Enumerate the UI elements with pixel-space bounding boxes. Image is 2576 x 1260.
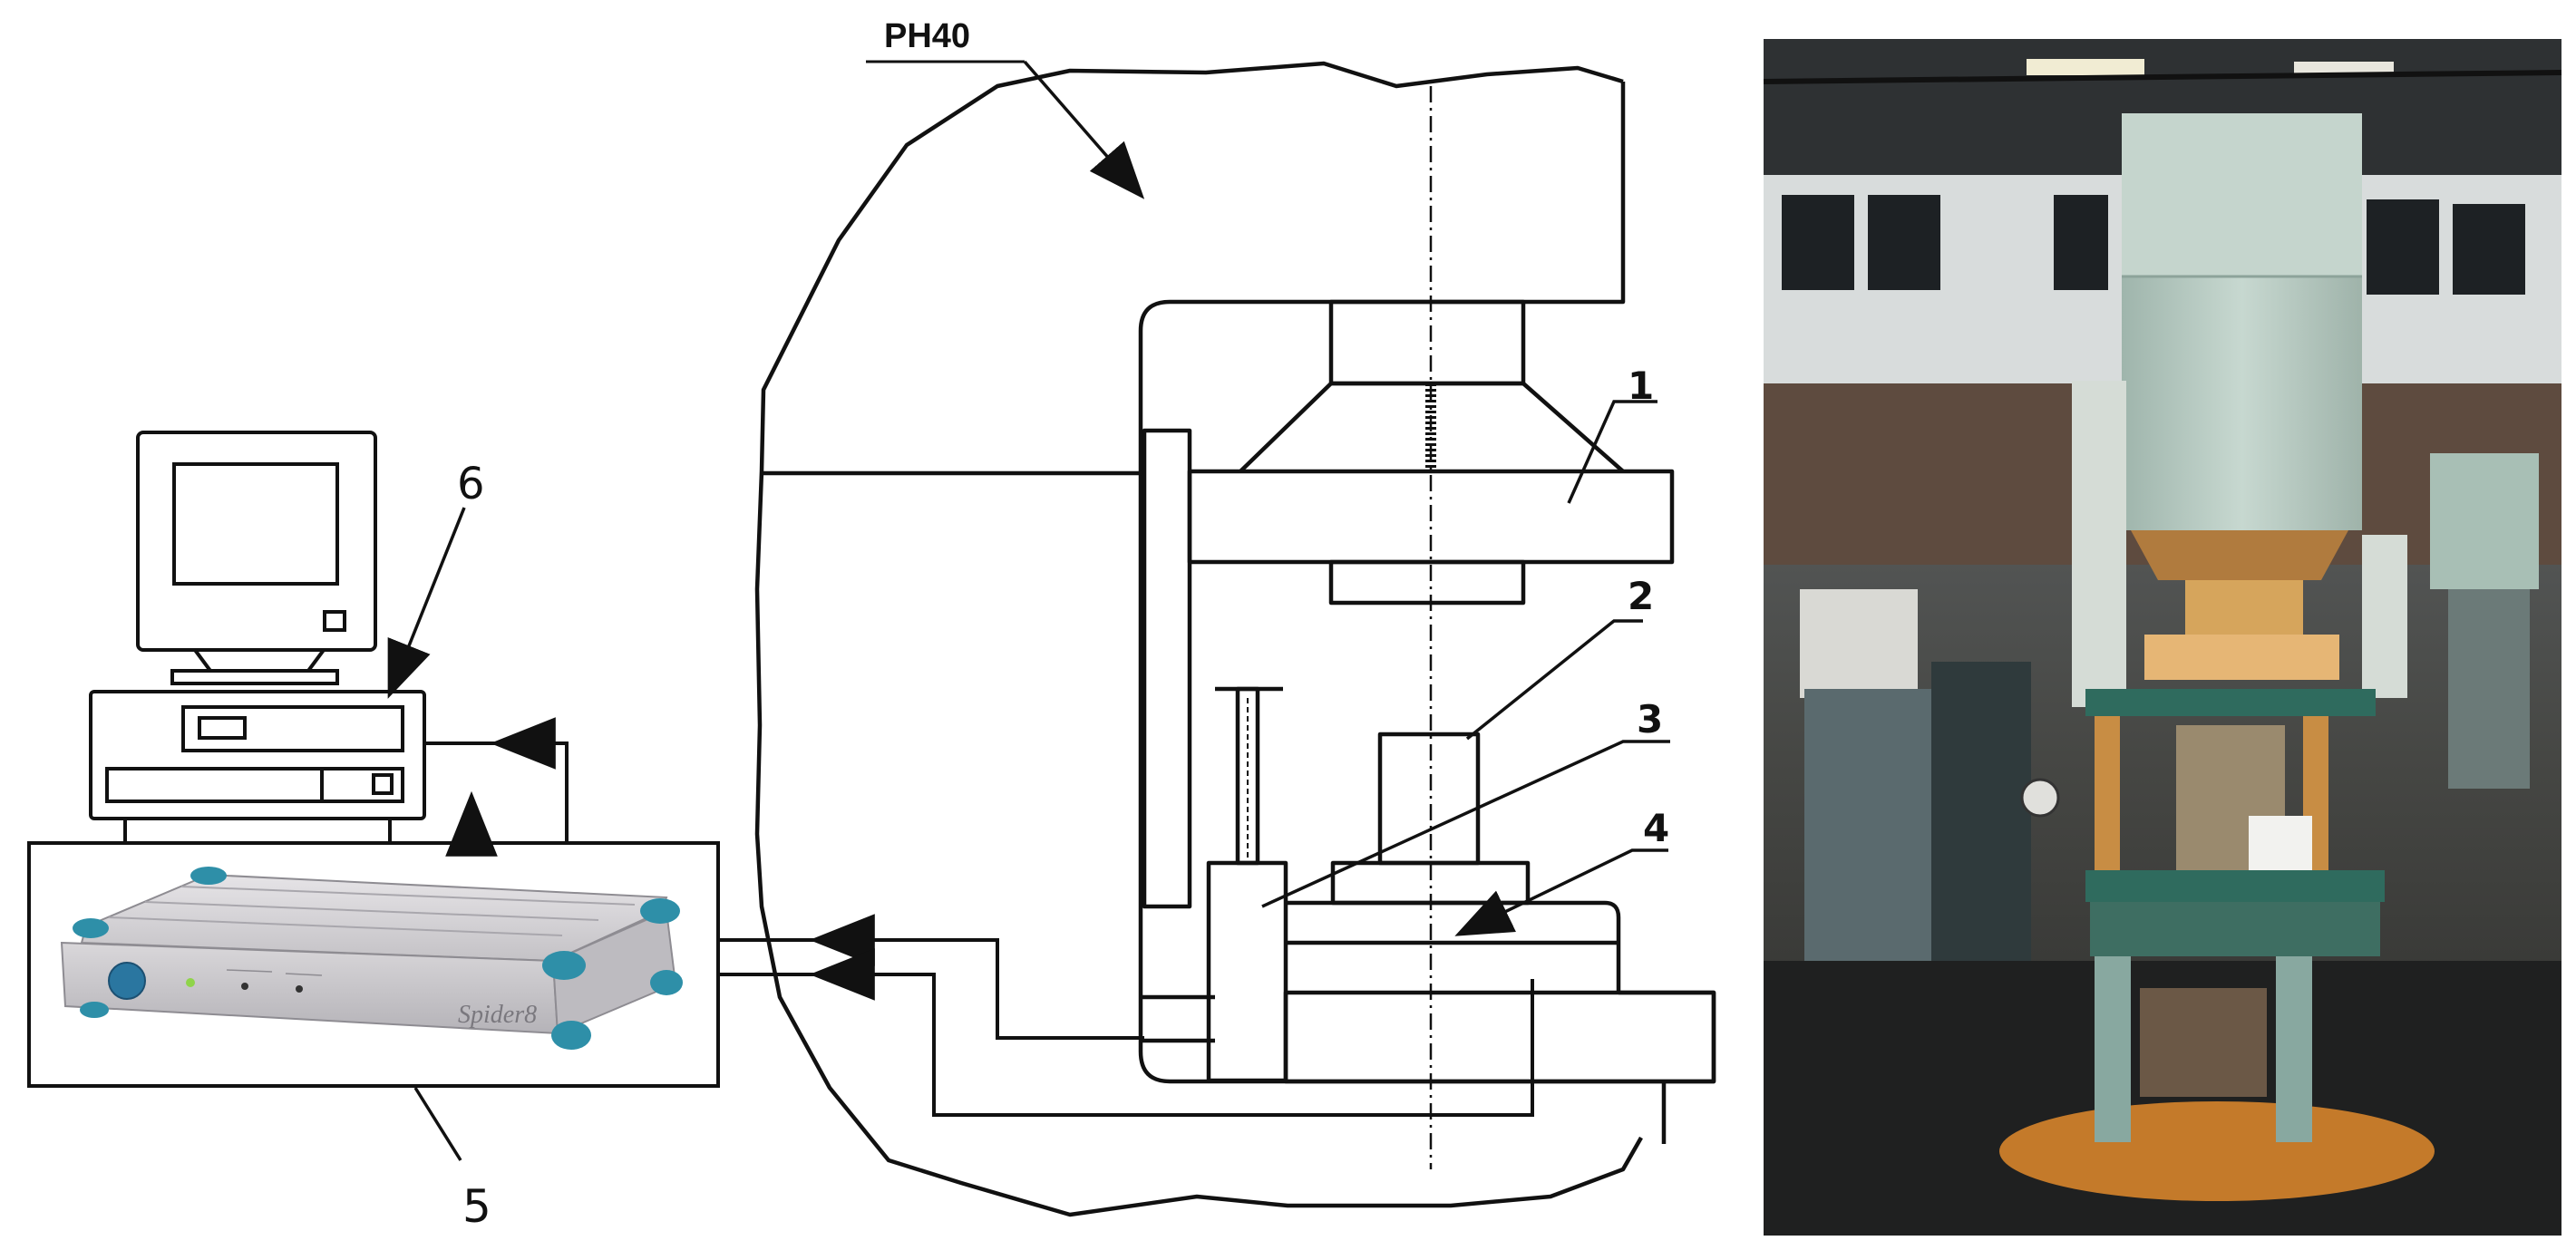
callout-6-label: 6	[457, 459, 485, 509]
monitor	[136, 431, 377, 652]
signal-cables-to-computer	[426, 717, 569, 857]
computer	[89, 431, 426, 843]
daq-device-spider8: Spider8	[60, 867, 683, 1050]
daq-foot	[640, 898, 680, 924]
monitor-base	[170, 669, 339, 685]
daq-led	[241, 983, 248, 990]
callout-3-leader	[1261, 740, 1670, 908]
daq-power-button	[108, 962, 146, 1000]
cpu-drive-slot	[198, 716, 247, 740]
daq-foot	[190, 867, 227, 885]
press-ram-neck	[1328, 299, 1526, 386]
press-outline	[754, 61, 1643, 1217]
monitor-stand	[193, 648, 326, 673]
cpu-button	[372, 773, 394, 795]
photo-of-hydraulic-press	[1763, 39, 2562, 1236]
press-displacement-sensor	[1206, 860, 1288, 1083]
callout-2-leader	[1465, 619, 1643, 741]
callout-5-leader	[413, 1087, 462, 1161]
callout-3-label: 3	[1637, 697, 1663, 741]
daq-foot	[542, 951, 586, 980]
daq-foot	[80, 1002, 109, 1018]
callout-5-label: 5	[462, 1180, 491, 1233]
press-guide-column-left	[1142, 428, 1192, 909]
monitor-screen	[172, 462, 339, 586]
callout-2-label: 2	[1628, 574, 1654, 618]
daq-foot	[551, 1021, 591, 1050]
sensor-cables	[718, 914, 1534, 1117]
daq-led-green	[186, 978, 195, 987]
daq-brand-label: Spider8	[458, 1001, 537, 1029]
callout-4-leader	[1454, 848, 1668, 936]
press-sample	[1377, 732, 1481, 866]
daq-foot	[73, 918, 109, 938]
press-label-leader	[1023, 60, 1145, 199]
press-upper-block	[1138, 82, 1716, 1084]
callout-4-label: 4	[1643, 806, 1669, 850]
press-lower-plate	[1283, 990, 1716, 1084]
callout-6-leader	[387, 507, 466, 699]
cpu-case	[89, 690, 426, 820]
press-die-body	[1286, 900, 1621, 993]
press-punch-holder	[1328, 559, 1526, 606]
cpu-drive-bay-bottom	[105, 767, 404, 803]
daq-foot	[650, 970, 683, 995]
daq-led	[296, 985, 303, 993]
cpu-drive-bay-top	[181, 705, 404, 752]
cpu-feet	[123, 819, 392, 843]
press-label: PH40	[884, 17, 970, 55]
photo-press-frame	[2085, 689, 2376, 716]
callout-1-leader	[1567, 400, 1657, 504]
press-schematic	[754, 61, 1716, 1217]
press-sensor-rod	[1235, 686, 1260, 866]
monitor-button	[323, 610, 346, 632]
press-ram-cone	[1239, 382, 1625, 473]
